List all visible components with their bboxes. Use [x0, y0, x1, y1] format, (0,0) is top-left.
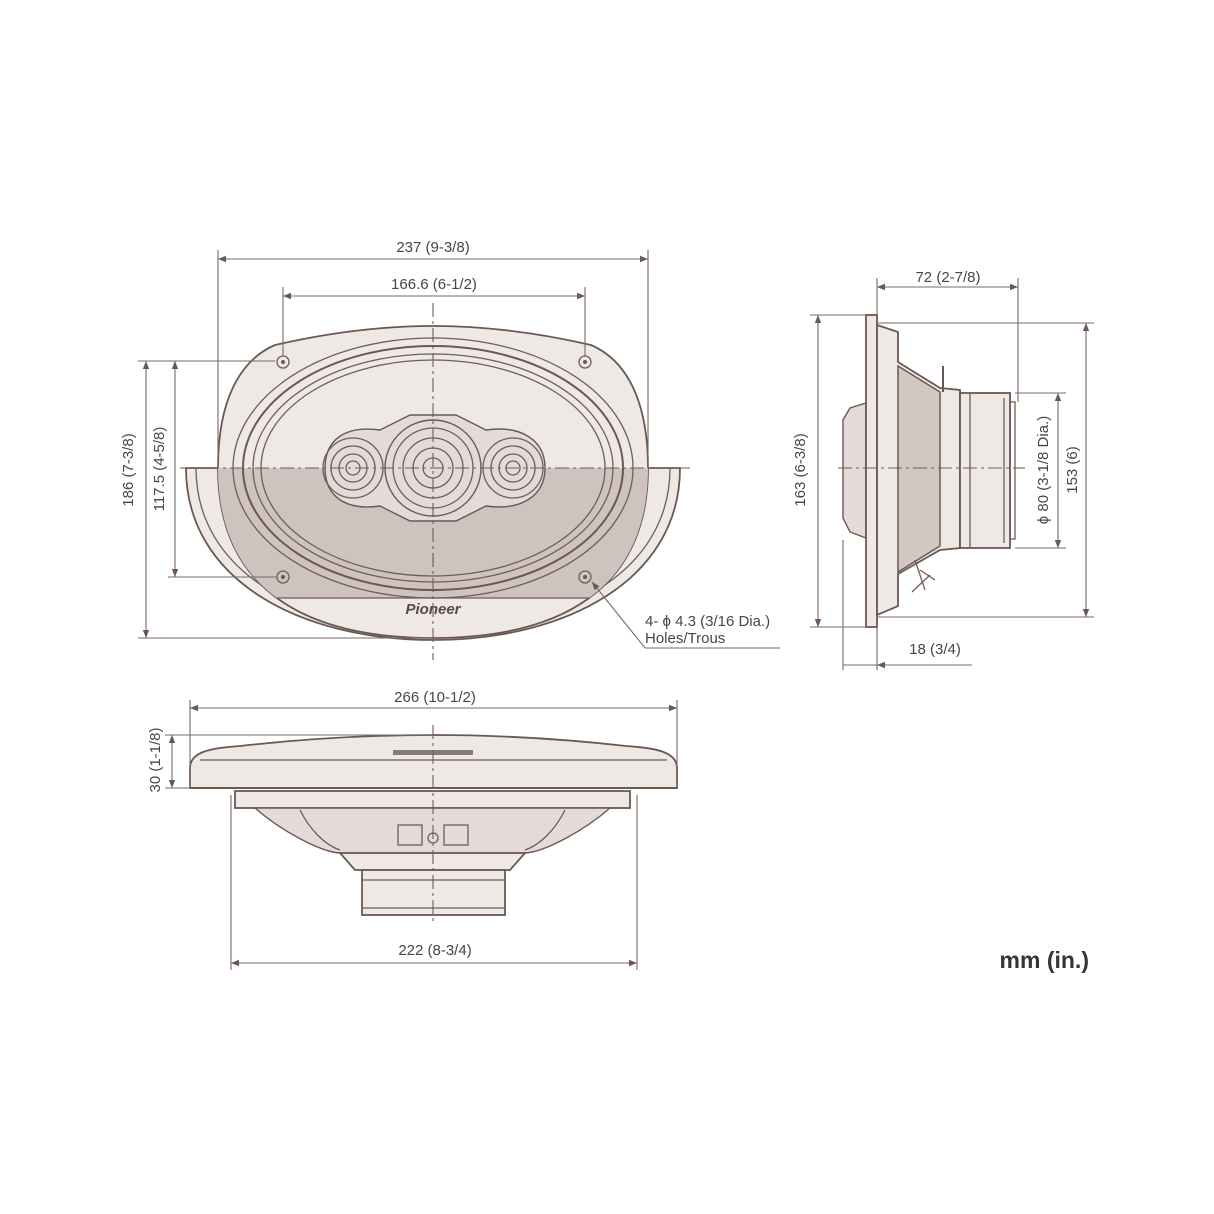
- front-view: Pioneer 237 (9-3/8) 166.6 (6-1/2) 186 (7…: [120, 239, 780, 660]
- dim-side-height-inner: 153 (6): [1064, 446, 1081, 494]
- side-magnet: [959, 392, 1011, 549]
- dim-front-height-holes: 117.5 (4-5/8): [151, 427, 168, 512]
- dim-side-protrusion: 18 (3/4): [909, 641, 961, 658]
- bottom-view: 266 (10-1/2) 30 (1-1/8) 222 (8-3/4): [147, 689, 678, 970]
- side-view: 72 (2-7/8) 163 (6-3/8) 153 (6) ϕ 80 (3-1…: [792, 269, 1094, 670]
- brand-logo: Pioneer: [405, 601, 461, 618]
- units-label: mm (in.): [1000, 947, 1089, 973]
- dim-bottom-width-outer: 266 (10-1/2): [394, 689, 476, 706]
- dust-cap-side: [842, 402, 867, 540]
- holes-label-line1: 4- ϕ 4.3 (3/16 Dia.): [645, 613, 770, 630]
- dim-bottom-width-basket: 222 (8-3/4): [398, 942, 471, 959]
- dim-bottom-rim-height: 30 (1-1/8): [147, 727, 164, 792]
- mounting-hole: [578, 570, 592, 584]
- dim-front-width-holes: 166.6 (6-1/2): [391, 276, 477, 293]
- dim-side-depth: 72 (2-7/8): [915, 269, 980, 286]
- dim-side-magnet-dia: ϕ 80 (3-1/8 Dia.): [1035, 416, 1052, 524]
- dim-front-width-outer: 237 (9-3/8): [396, 239, 469, 256]
- dim-front-height-outer: 186 (7-3/8): [120, 433, 137, 506]
- side-terminal: [911, 559, 936, 593]
- dim-side-height-outer: 163 (6-3/8): [792, 433, 809, 506]
- side-flange: [865, 314, 878, 628]
- holes-label-line2: Holes/Trous: [645, 630, 725, 647]
